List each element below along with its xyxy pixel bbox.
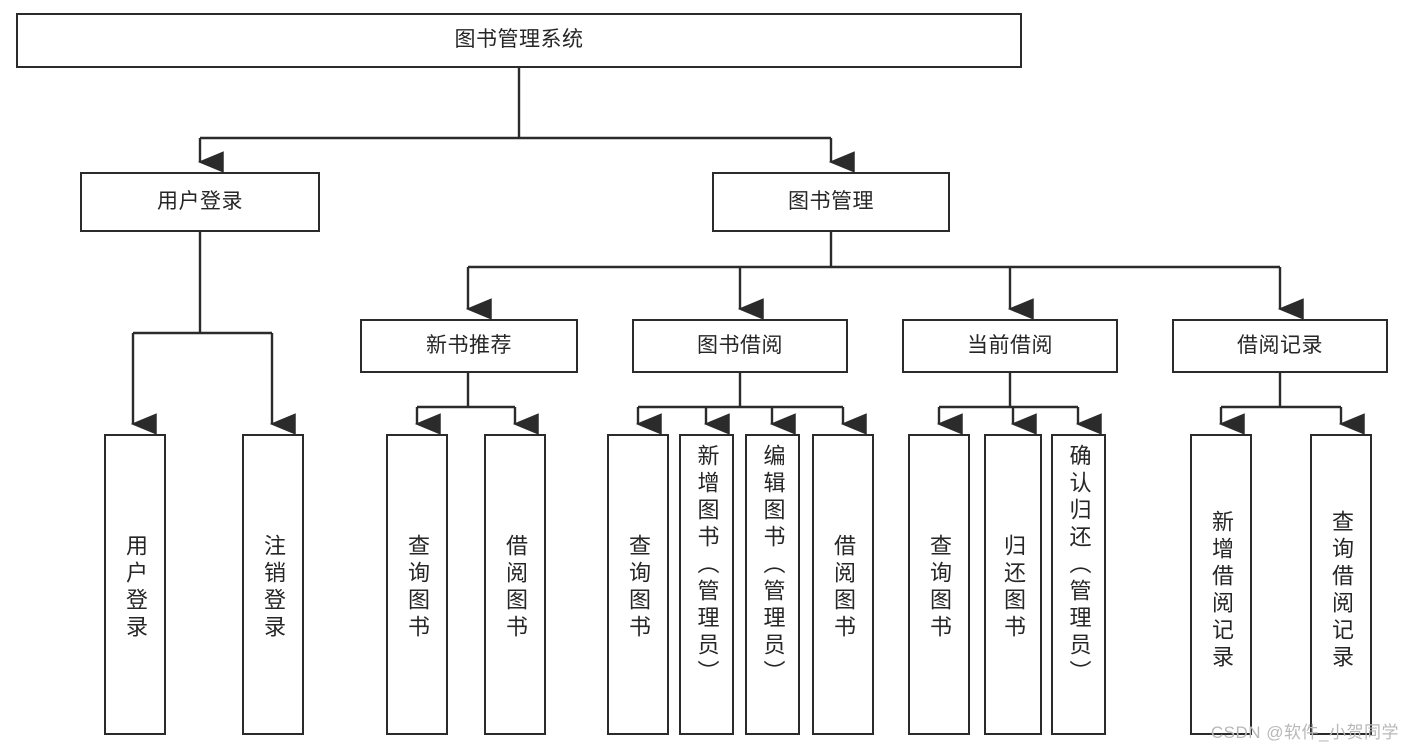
leaf-label: 查询借阅记录 xyxy=(1329,510,1354,672)
node-user-login[interactable]: 用户登录 xyxy=(80,172,320,232)
leaf-label: 查询图书 xyxy=(927,534,952,642)
leaf-label: 借阅图书 xyxy=(831,534,856,642)
leaf-edit-book-admin[interactable]: 编辑图书（管理员） xyxy=(745,434,800,735)
node-label: 当前借阅 xyxy=(967,333,1053,357)
node-label: 图书管理 xyxy=(788,189,874,213)
leaf-label: 查询图书 xyxy=(626,534,651,642)
node-label: 新书推荐 xyxy=(426,333,512,357)
node-root-label: 图书管理系统 xyxy=(454,28,584,52)
node-new-book-recommend[interactable]: 新书推荐 xyxy=(360,319,578,373)
node-label: 用户登录 xyxy=(157,189,243,213)
node-label: 借阅记录 xyxy=(1237,333,1323,357)
leaf-query-book-borrow[interactable]: 查询图书 xyxy=(607,434,669,735)
leaf-add-book-admin[interactable]: 新增图书（管理员） xyxy=(679,434,734,735)
leaf-label: 确认归还（管理员） xyxy=(1066,444,1092,687)
leaf-confirm-return-admin[interactable]: 确认归还（管理员） xyxy=(1051,434,1106,735)
leaf-label: 借阅图书 xyxy=(503,534,528,642)
leaf-label: 新增借阅记录 xyxy=(1209,510,1234,672)
leaf-query-book-recommend[interactable]: 查询图书 xyxy=(386,434,448,735)
node-current-borrow[interactable]: 当前借阅 xyxy=(902,319,1118,373)
leaf-borrow-book[interactable]: 借阅图书 xyxy=(812,434,874,735)
leaf-query-book-current[interactable]: 查询图书 xyxy=(908,434,970,735)
node-book-management[interactable]: 图书管理 xyxy=(712,172,950,232)
leaf-label: 归还图书 xyxy=(1001,534,1026,642)
leaf-label: 查询图书 xyxy=(405,534,430,642)
leaf-user-login[interactable]: 用户登录 xyxy=(104,434,166,735)
leaf-label: 注销登录 xyxy=(261,534,286,642)
leaf-borrow-book-recommend[interactable]: 借阅图书 xyxy=(484,434,546,735)
node-borrow-record[interactable]: 借阅记录 xyxy=(1172,319,1388,373)
node-root[interactable]: 图书管理系统 xyxy=(16,13,1022,68)
node-label: 图书借阅 xyxy=(697,333,783,357)
leaf-return-book[interactable]: 归还图书 xyxy=(984,434,1042,735)
leaf-label: 用户登录 xyxy=(123,534,148,642)
leaf-logout[interactable]: 注销登录 xyxy=(242,434,304,735)
leaf-query-borrow-record[interactable]: 查询借阅记录 xyxy=(1310,434,1372,735)
leaf-label: 新增图书（管理员） xyxy=(694,444,720,687)
watermark: CSDN @软件_小贺同学 xyxy=(1210,723,1399,742)
node-book-borrow[interactable]: 图书借阅 xyxy=(632,319,848,373)
leaf-add-borrow-record[interactable]: 新增借阅记录 xyxy=(1190,434,1252,735)
leaf-label: 编辑图书（管理员） xyxy=(760,444,786,687)
